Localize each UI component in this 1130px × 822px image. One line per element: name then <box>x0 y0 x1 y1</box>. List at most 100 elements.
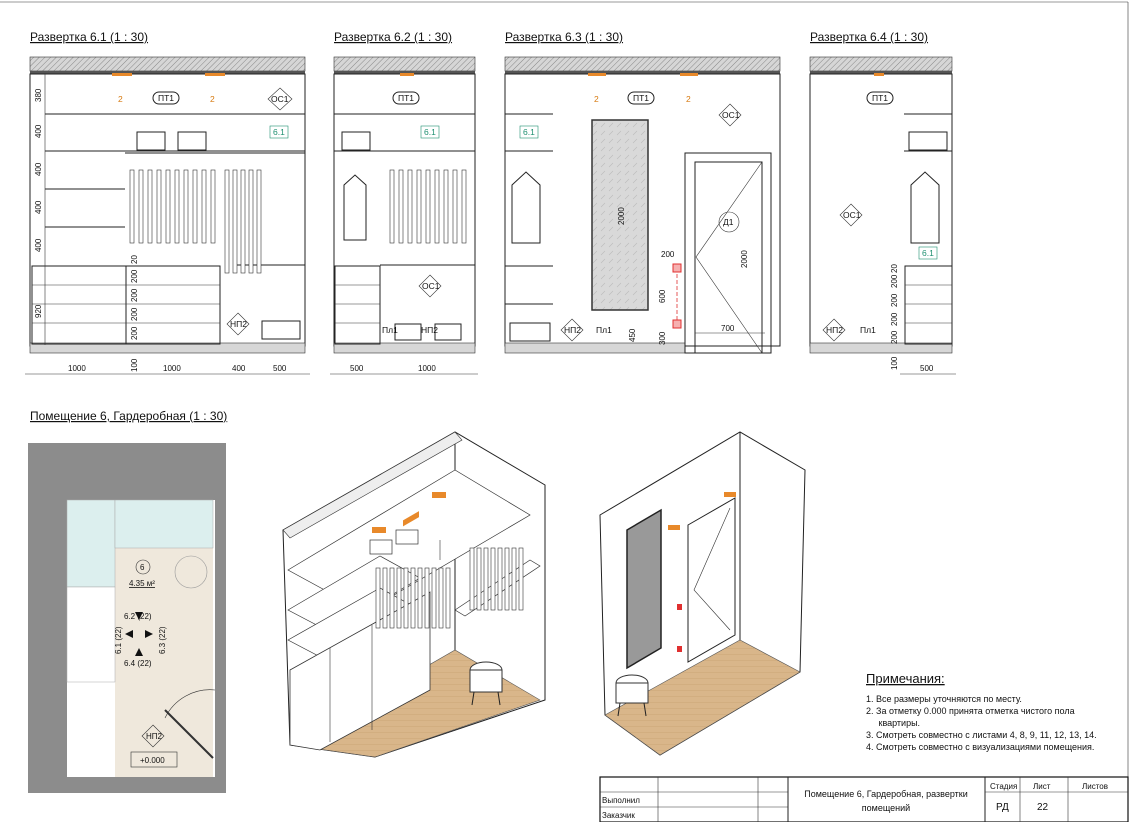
ceiling-light <box>400 73 414 76</box>
garment <box>210 169 216 244</box>
elevation-title: Развертка 6.1 (1 : 30) <box>30 30 148 44</box>
garment <box>504 547 510 611</box>
garment <box>497 547 503 611</box>
ceiling-finish <box>30 71 305 74</box>
ceiling-light <box>205 73 225 76</box>
socket-icon <box>677 646 682 652</box>
furniture-tag: 6.1 <box>523 127 535 137</box>
dimension-text: 1000 <box>418 364 436 373</box>
floor-tag-diamond <box>560 318 584 342</box>
dimension-text: 200 <box>130 288 139 302</box>
floor-tag: НП2 <box>421 325 438 335</box>
garment <box>165 169 171 244</box>
elevation-6-4: Развертка 6.4 (1 : 30) ПТ1 ОС1 6.1 20 20… <box>809 30 956 375</box>
storage-box <box>136 131 166 151</box>
floor-tag: НП2 <box>146 732 163 741</box>
hanging-clothes <box>389 169 467 244</box>
dimension-text: 200 <box>661 250 675 259</box>
ceiling-tag: ПТ1 <box>398 93 414 103</box>
dimension-text: 700 <box>721 324 735 333</box>
closet-left-lower <box>66 586 116 683</box>
storage-box <box>908 131 948 151</box>
floor-tag: НП2 <box>564 325 581 335</box>
ceiling-slab <box>809 56 953 72</box>
light-count: 2 <box>686 94 691 104</box>
door <box>687 497 736 663</box>
dimension-text: 400 <box>34 162 43 176</box>
ceiling-light <box>668 525 680 530</box>
garment <box>375 567 381 629</box>
door-tag-bubble <box>718 211 740 233</box>
ceiling-tag: ПТ1 <box>633 93 649 103</box>
garment <box>183 169 189 244</box>
notes-title: Примечания: <box>866 671 945 686</box>
garment <box>147 169 153 244</box>
furniture-tag: 6.1 <box>424 127 436 137</box>
view-marker-6-2: 6.2 (22) <box>124 612 152 621</box>
dimension-text: 20 <box>890 264 899 273</box>
dimension-text: 200 <box>130 269 139 283</box>
furniture-tag-box <box>918 246 938 260</box>
ceiling-tag-bubble <box>152 91 180 105</box>
closet-top <box>114 499 214 549</box>
garment <box>224 169 230 274</box>
dimension-text: 920 <box>34 304 43 318</box>
ceiling-light <box>680 73 698 76</box>
wall-tag: ОС1 <box>271 94 289 104</box>
view-direction-arrows-icon <box>125 612 153 656</box>
door-tag: Д1 <box>723 217 734 227</box>
sheet-number: 22 <box>1037 802 1049 813</box>
light-count: 2 <box>594 94 599 104</box>
garment <box>452 169 458 244</box>
elevation-6-1: Развертка 6.1 (1 : 30) 2 2 ПТ1 ОС1 6.1 <box>25 30 310 375</box>
dimension-text: 500 <box>273 364 287 373</box>
floor-slab <box>333 342 476 354</box>
storage-box <box>394 323 422 341</box>
pouf-icon <box>174 555 208 589</box>
sheet-label: Лист <box>1033 782 1051 791</box>
mirror <box>626 508 662 670</box>
floor-tag-diamond <box>141 724 165 748</box>
storage-box <box>369 539 393 555</box>
wall-tag-diamond <box>839 203 863 227</box>
elevation-title: Развертка 6.3 (1 : 30) <box>505 30 623 44</box>
ceiling-light <box>403 511 419 527</box>
dimension-text: 100 <box>890 356 899 370</box>
garment <box>248 169 254 274</box>
garment <box>445 567 451 629</box>
dimension-text: 300 <box>658 331 667 345</box>
jacket-on-hanger <box>511 171 541 244</box>
isometric-view-wardrobe <box>282 431 546 758</box>
garment <box>192 169 198 244</box>
note-item: 2. За отметку 0.000 принята отметка чист… <box>866 706 1075 716</box>
garment <box>410 567 416 629</box>
customer-label: Заказчик <box>602 811 635 820</box>
dimension-text: 500 <box>920 364 934 373</box>
mirror <box>591 119 649 311</box>
dimension-text: 200 <box>130 307 139 321</box>
notes: Примечания: 1. Все размеры уточняются по… <box>866 671 1097 752</box>
ceiling-tag: ПТ1 <box>158 93 174 103</box>
garment <box>398 169 404 244</box>
wall-tag-diamond <box>418 274 442 298</box>
dimension-text: 400 <box>34 200 43 214</box>
garment <box>201 169 207 244</box>
floor-slab <box>29 342 306 354</box>
door-leaf <box>694 161 763 354</box>
sheets-label: Листов <box>1082 782 1108 791</box>
dimension-text: 200 <box>890 293 899 307</box>
garment <box>424 567 430 629</box>
dimension-text: 2000 <box>617 207 626 225</box>
dimension-text: 1000 <box>68 364 86 373</box>
wall-tag: ОС1 <box>722 110 740 120</box>
storage-box <box>177 131 207 151</box>
light-count: 2 <box>118 94 123 104</box>
furniture-tag-box <box>519 125 539 139</box>
garment <box>469 547 475 611</box>
light-count: 2 <box>210 94 215 104</box>
garment <box>443 169 449 244</box>
socket-icon <box>672 263 682 273</box>
ceiling-finish <box>810 71 952 74</box>
